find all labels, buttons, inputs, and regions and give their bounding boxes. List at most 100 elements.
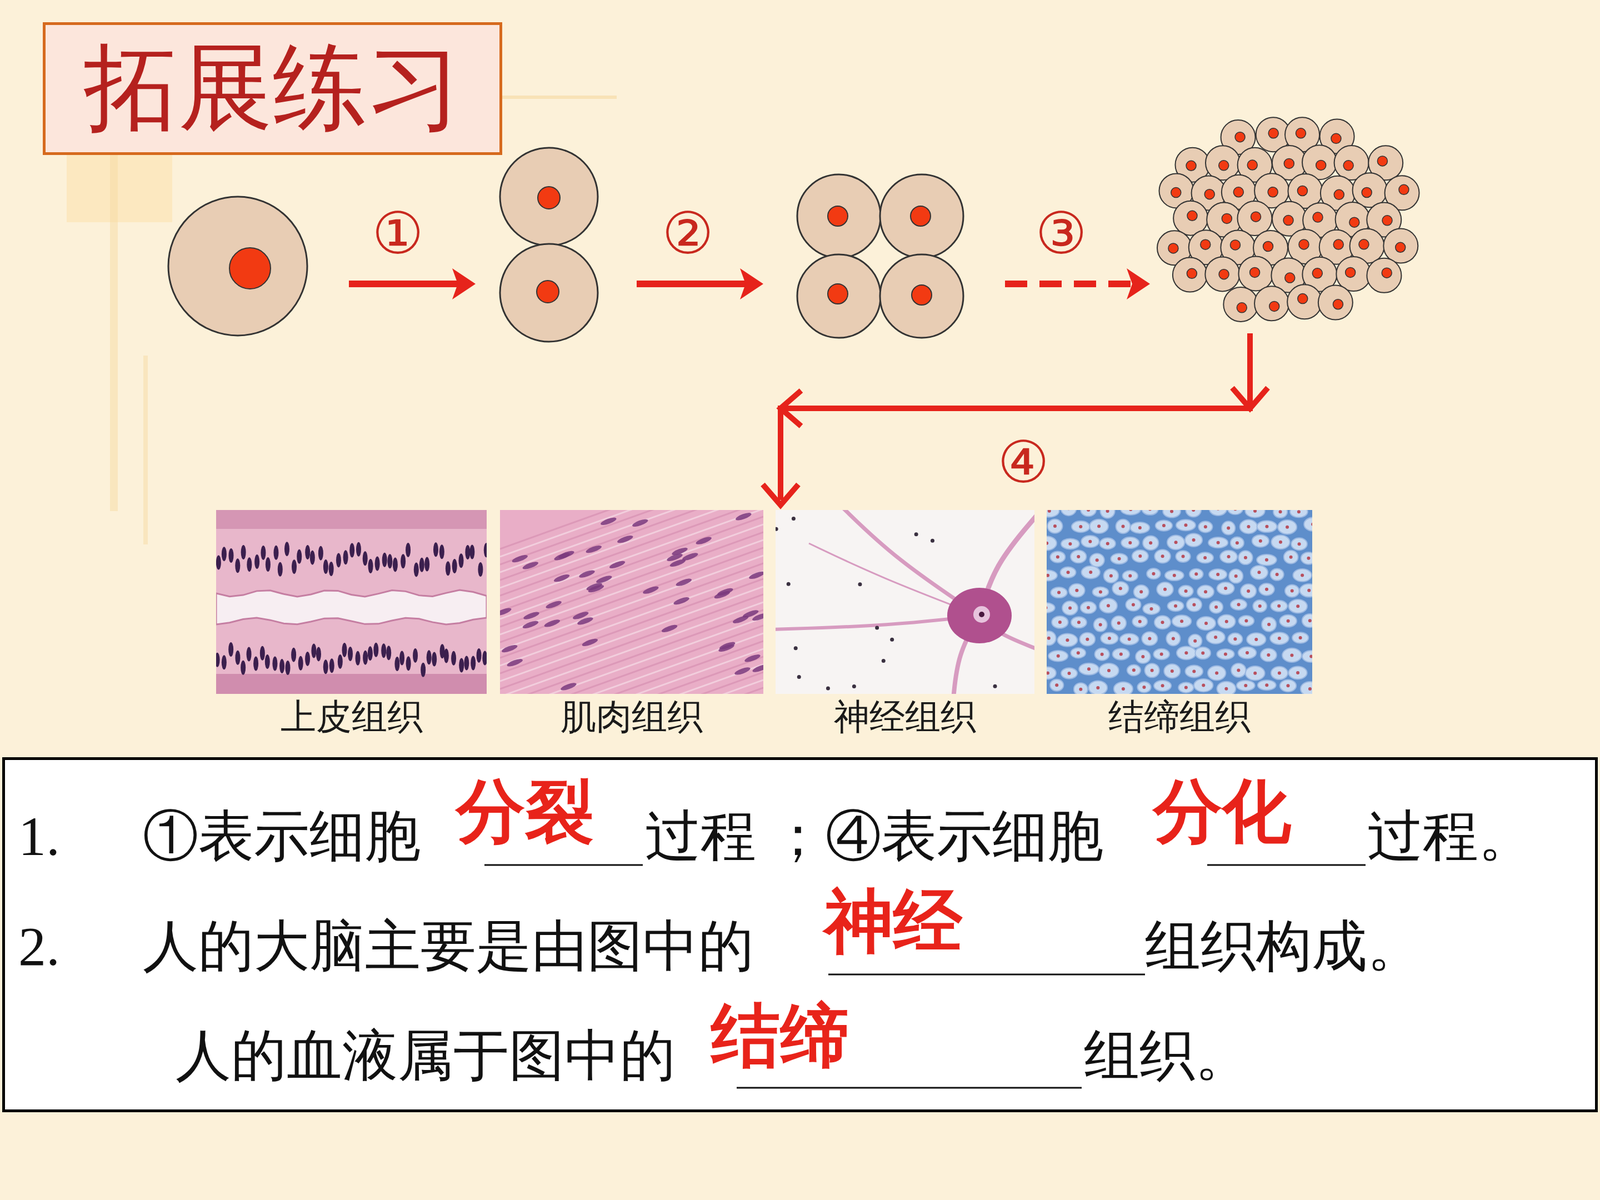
cell-nucleus bbox=[1160, 620, 1164, 624]
cell-nucleus bbox=[1047, 510, 1052, 513]
cell-nucleus bbox=[1109, 573, 1113, 578]
cartilage-cell bbox=[1121, 537, 1139, 549]
cartilage-cell bbox=[1238, 646, 1257, 659]
cell-nucleus bbox=[1161, 554, 1165, 558]
muscle-fiber bbox=[500, 656, 764, 694]
cell-nucleus bbox=[1183, 523, 1188, 527]
nucleus bbox=[1345, 267, 1356, 278]
cell bbox=[1383, 228, 1418, 264]
cell-nucleus bbox=[1170, 510, 1174, 513]
cartilage-cell bbox=[1071, 521, 1090, 533]
cell-nucleus bbox=[1246, 589, 1250, 593]
cell-nucleus bbox=[1233, 510, 1237, 511]
tissue-band bbox=[216, 673, 487, 694]
cartilage-cell bbox=[1250, 565, 1268, 580]
nucleus bbox=[827, 283, 848, 304]
cell-nucleus bbox=[521, 560, 539, 571]
cell-nucleus bbox=[253, 656, 259, 671]
cell bbox=[168, 196, 308, 336]
arrow-head bbox=[452, 268, 476, 300]
cartilage-cell bbox=[1100, 632, 1118, 645]
nucleus bbox=[1382, 215, 1393, 226]
cartilage-cell bbox=[1165, 570, 1184, 581]
cell-nucleus bbox=[717, 642, 735, 654]
cartilage-cell bbox=[1100, 537, 1116, 549]
cell-nucleus bbox=[1296, 604, 1300, 608]
nucleus bbox=[827, 206, 848, 227]
cell-nucleus bbox=[305, 651, 310, 667]
cartilage-cell bbox=[1155, 520, 1173, 531]
cell-nucleus bbox=[433, 542, 439, 557]
cell-nucleus bbox=[1138, 526, 1142, 530]
cell-nucleus bbox=[1300, 573, 1304, 577]
connective-tissue-image bbox=[1046, 510, 1313, 694]
cartilage-cell bbox=[1080, 510, 1097, 517]
answer-text: 神经 bbox=[824, 880, 963, 963]
cell-nucleus bbox=[1106, 541, 1110, 545]
nucleus bbox=[1297, 185, 1308, 196]
cell-nucleus bbox=[1118, 586, 1123, 590]
cartilage-cell bbox=[1185, 510, 1202, 517]
cell-nucleus bbox=[1097, 524, 1101, 528]
glial-dot bbox=[890, 637, 894, 642]
cartilage-cell bbox=[1176, 519, 1196, 531]
cartilage-cell bbox=[1246, 632, 1266, 646]
cartilage-cell bbox=[1057, 633, 1078, 647]
cartilage-cell bbox=[1291, 537, 1308, 550]
nucleus bbox=[910, 206, 931, 227]
cell-nucleus bbox=[1253, 510, 1257, 513]
cell-nucleus bbox=[631, 517, 649, 529]
question-box: 1.①表示细胞分裂过程 ；④表示细胞分化过程。2.人的大脑主要是由图中的神经组织… bbox=[2, 757, 1598, 1113]
cell-nucleus bbox=[336, 552, 342, 568]
answer-blank bbox=[1207, 864, 1366, 867]
cell-nucleus bbox=[732, 614, 750, 625]
cartilage-cell bbox=[1292, 568, 1312, 582]
cartilage-cell bbox=[1172, 615, 1192, 628]
cell-nucleus bbox=[1223, 586, 1228, 590]
nucleus bbox=[1377, 156, 1388, 167]
cell-nucleus bbox=[426, 650, 432, 665]
answer-text: 分裂 bbox=[456, 770, 594, 853]
cartilage-cell bbox=[1130, 522, 1150, 534]
cell-nucleus bbox=[1121, 524, 1125, 528]
cell-nucleus bbox=[1047, 636, 1051, 640]
cartilage-cell bbox=[1196, 616, 1216, 630]
cartilage-cell bbox=[1208, 568, 1227, 580]
muscle-fiber bbox=[500, 672, 764, 694]
cell-nucleus bbox=[1278, 540, 1283, 544]
cell-nucleus bbox=[285, 660, 290, 675]
nucleus bbox=[1269, 301, 1280, 312]
cell-nucleus bbox=[1297, 510, 1301, 514]
cell-nucleus bbox=[463, 655, 469, 670]
nucleus bbox=[1283, 215, 1294, 226]
cell-nucleus bbox=[1265, 587, 1269, 592]
cartilage-cell bbox=[1116, 519, 1131, 534]
cell bbox=[797, 174, 881, 258]
cell-nucleus bbox=[483, 542, 487, 558]
muscle-fiber bbox=[500, 524, 764, 619]
cell-nucleus bbox=[323, 659, 329, 674]
cell-nucleus bbox=[748, 570, 764, 581]
cell-nucleus bbox=[578, 568, 596, 580]
cartilage-cell bbox=[1189, 568, 1204, 580]
nucleus bbox=[1332, 299, 1343, 310]
cell-nucleus bbox=[660, 623, 678, 634]
nucleus bbox=[911, 285, 932, 305]
cartilage-cell bbox=[1099, 598, 1118, 613]
cell-nucleus bbox=[1223, 652, 1228, 656]
cell-nucleus bbox=[310, 550, 315, 565]
cell-nucleus bbox=[1258, 604, 1262, 608]
glial-dot bbox=[914, 532, 919, 537]
muscle-fiber bbox=[500, 687, 764, 694]
tissue-label: 肌肉组织 bbox=[500, 696, 764, 739]
cell-nucleus bbox=[291, 647, 297, 663]
cell-nucleus bbox=[451, 651, 457, 666]
cell-nucleus bbox=[272, 656, 278, 671]
cell-nucleus bbox=[1296, 671, 1300, 675]
cell-nucleus bbox=[443, 648, 449, 664]
cell-nucleus bbox=[1066, 570, 1070, 574]
nucleus bbox=[1333, 189, 1344, 200]
cartilage-cell bbox=[1095, 648, 1110, 661]
cartilage-cell bbox=[1135, 650, 1151, 664]
cartilage-cell bbox=[1142, 536, 1159, 550]
